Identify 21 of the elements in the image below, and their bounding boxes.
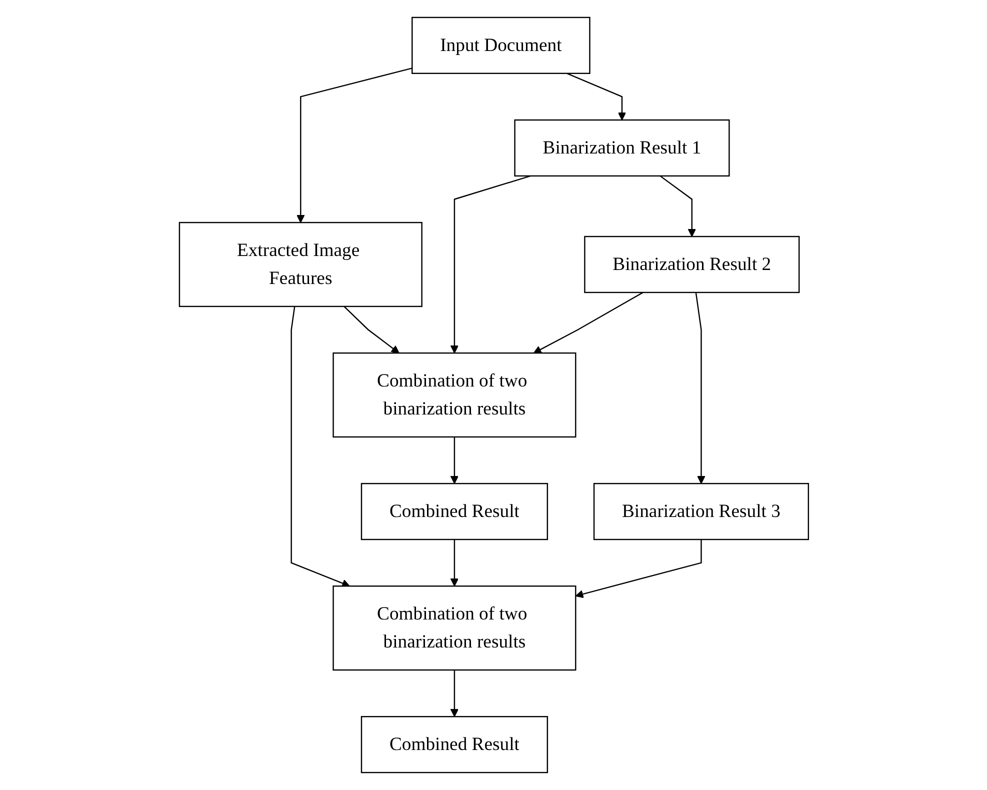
arrow <box>694 292 705 484</box>
arrow <box>566 72 626 120</box>
arrow <box>532 292 643 354</box>
arrow <box>659 175 696 237</box>
arrow <box>450 670 458 717</box>
arrow <box>574 540 702 598</box>
arrow <box>290 306 350 588</box>
node-box: Combination of two binarization results <box>332 586 576 671</box>
arrow <box>343 306 399 354</box>
node-box: Binarization Result 2 <box>584 236 800 294</box>
node-box: Binarization Result 1 <box>514 119 730 177</box>
arrow <box>296 68 412 223</box>
node-box: Input Document <box>411 16 590 74</box>
node-box: Extracted Image Features <box>178 222 422 308</box>
arrow <box>450 436 458 484</box>
node-box: Binarization Result 3 <box>592 482 809 540</box>
arrow <box>450 175 530 354</box>
arrow <box>450 540 458 586</box>
node-box: Combination of two binarization results <box>332 352 576 438</box>
node-box: Combined Result <box>360 716 548 774</box>
node-box: Combined Result <box>360 482 548 540</box>
